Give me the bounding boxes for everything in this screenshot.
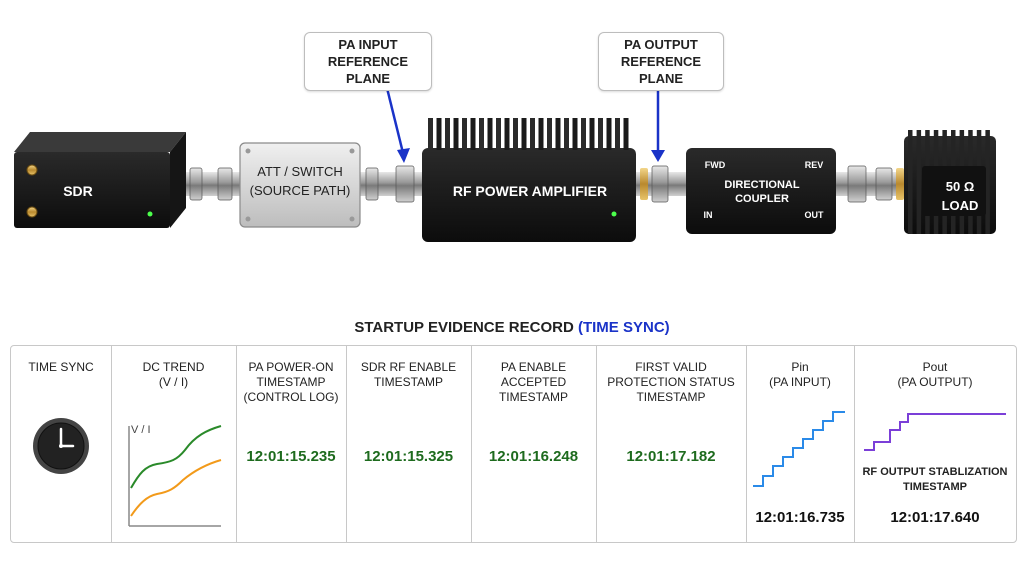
column-header: SDR RF ENABLE TIMESTAMP	[360, 360, 457, 389]
record-title-text: STARTUP EVIDENCE RECORD	[354, 319, 574, 336]
att-switch-device	[239, 142, 361, 228]
rf-power-amplifier	[422, 118, 636, 242]
column-time-sync: TIME SYNC	[11, 346, 112, 542]
sdr-rf-enable-timestamp: 12:01:15.325	[363, 448, 454, 465]
rf-output-stabilization-label: RF OUTPUT STABLIZATION TIMESTAMP	[862, 466, 1008, 493]
dc-trend-axis-label: V / I	[131, 424, 151, 436]
heatsink-fin	[615, 118, 620, 150]
att-switch-label: ATT / SWITCH (SOURCE PATH)	[249, 164, 351, 198]
dc-current-trend-line	[130, 459, 222, 517]
heatsink-fin	[547, 118, 552, 150]
evidence-record-table: TIME SYNC DC TREND (V / I) V / I PA POWE…	[10, 345, 1017, 543]
record-title: STARTUP EVIDENCE RECORD (TIME SYNC)	[0, 319, 1024, 336]
coupler-rev-port: REV	[804, 160, 824, 170]
pa-power-on-timestamp: 12:01:15.235	[246, 448, 336, 465]
heatsink-fin	[606, 118, 612, 150]
column-header: PA ENABLE ACCEPTED TIMESTAMP	[498, 360, 569, 404]
record-title-highlight: (TIME SYNC)	[577, 319, 670, 336]
pin-step-chart	[753, 411, 845, 487]
heatsink-fin	[555, 118, 561, 150]
heatsink-fin	[496, 118, 501, 150]
heatsink-fin	[470, 118, 476, 150]
heatsink-fin	[445, 118, 450, 150]
column-pa-power-on: PA POWER-ON TIMESTAMP (CONTROL LOG) 12:0…	[236, 346, 347, 542]
dc-trend-chart	[128, 425, 222, 527]
load-label-plate	[922, 166, 986, 216]
directional-coupler	[686, 148, 836, 234]
pin-timestamp: 12:01:16.735	[755, 509, 845, 526]
heatsink-fin	[538, 118, 544, 150]
heatsink-fin	[504, 118, 510, 150]
coupler-out-port: OUT	[804, 210, 824, 220]
load-device	[904, 130, 996, 234]
column-pin: Pin (PA INPUT) 12:01:16.735	[746, 346, 855, 542]
sdr-device	[14, 132, 186, 228]
column-header: FIRST VALID PROTECTION STATUS TIMESTAMP	[607, 360, 735, 404]
load-label: 50 Ω LOAD	[941, 179, 979, 213]
pout-stabilization-timestamp: 12:01:17.640	[890, 509, 980, 526]
load-heatsink-fin	[908, 130, 913, 234]
heatsink-fin	[453, 118, 459, 150]
rf-chain-diagram	[14, 83, 996, 242]
pout-step-chart	[864, 413, 1006, 451]
coax-connector	[836, 165, 906, 203]
heatsink-fin	[572, 118, 578, 150]
heatsink-fin	[462, 118, 467, 150]
column-header: DC TREND (V / I)	[142, 360, 205, 389]
coupler-label: DIRECTIONAL COUPLER	[724, 179, 800, 205]
heatsink-fin	[589, 118, 595, 150]
column-header: PA POWER-ON TIMESTAMP (CONTROL LOG)	[243, 360, 339, 404]
heatsink-fin	[564, 118, 569, 150]
coupler-in-port: IN	[703, 210, 713, 220]
sdr-label: SDR	[63, 183, 93, 199]
column-sdr-rf-enable: SDR RF ENABLE TIMESTAMP 12:01:15.325	[346, 346, 472, 542]
pa-input-reference-plane-callout: PA INPUT REFERENCE PLANE	[304, 32, 432, 91]
column-dc-trend: DC TREND (V / I) V / I	[111, 346, 237, 542]
dc-voltage-trend-line	[130, 425, 222, 489]
heatsink-fin	[513, 118, 518, 150]
column-pa-enable-accepted: PA ENABLE ACCEPTED TIMESTAMP 12:01:16.24…	[471, 346, 597, 542]
pa-input-arrow	[384, 83, 406, 158]
load-heatsink-fin	[916, 130, 922, 234]
heatsink-fin	[521, 118, 527, 150]
heatsink-fin	[581, 118, 586, 150]
column-header: TIME SYNC	[28, 360, 94, 374]
pa-label: RF POWER AMPLIFIER	[452, 183, 608, 199]
coax-connector	[634, 165, 688, 203]
column-first-valid-protection: FIRST VALID PROTECTION STATUS TIMESTAMP …	[596, 346, 747, 542]
pin-ramp-line	[753, 411, 845, 487]
first-valid-protection-timestamp: 12:01:17.182	[626, 448, 716, 465]
coupler-fwd-port: FWD	[704, 160, 726, 170]
pa-output-reference-plane-callout: PA OUTPUT REFERENCE PLANE	[598, 32, 724, 91]
pout-ramp-line	[864, 413, 1006, 451]
heatsink-fin	[479, 118, 484, 150]
clock-icon	[33, 418, 89, 474]
column-header: Pout (PA OUTPUT)	[897, 360, 973, 389]
load-heatsink-fin	[985, 130, 990, 234]
heatsink-fin	[436, 118, 442, 150]
heatsink-fin	[428, 118, 433, 150]
coax-connector	[178, 167, 248, 201]
column-header: Pin (PA INPUT)	[769, 360, 831, 389]
heatsink-fin	[598, 118, 603, 150]
heatsink-fin	[487, 118, 493, 150]
heatsink-fin	[530, 118, 535, 150]
column-pout: Pout (PA OUTPUT) RF OUTPUT STABLIZATION …	[854, 346, 1016, 542]
pa-enable-accepted-timestamp: 12:01:16.248	[488, 448, 579, 465]
heatsink-fin	[623, 118, 629, 150]
coax-connector	[358, 165, 424, 203]
